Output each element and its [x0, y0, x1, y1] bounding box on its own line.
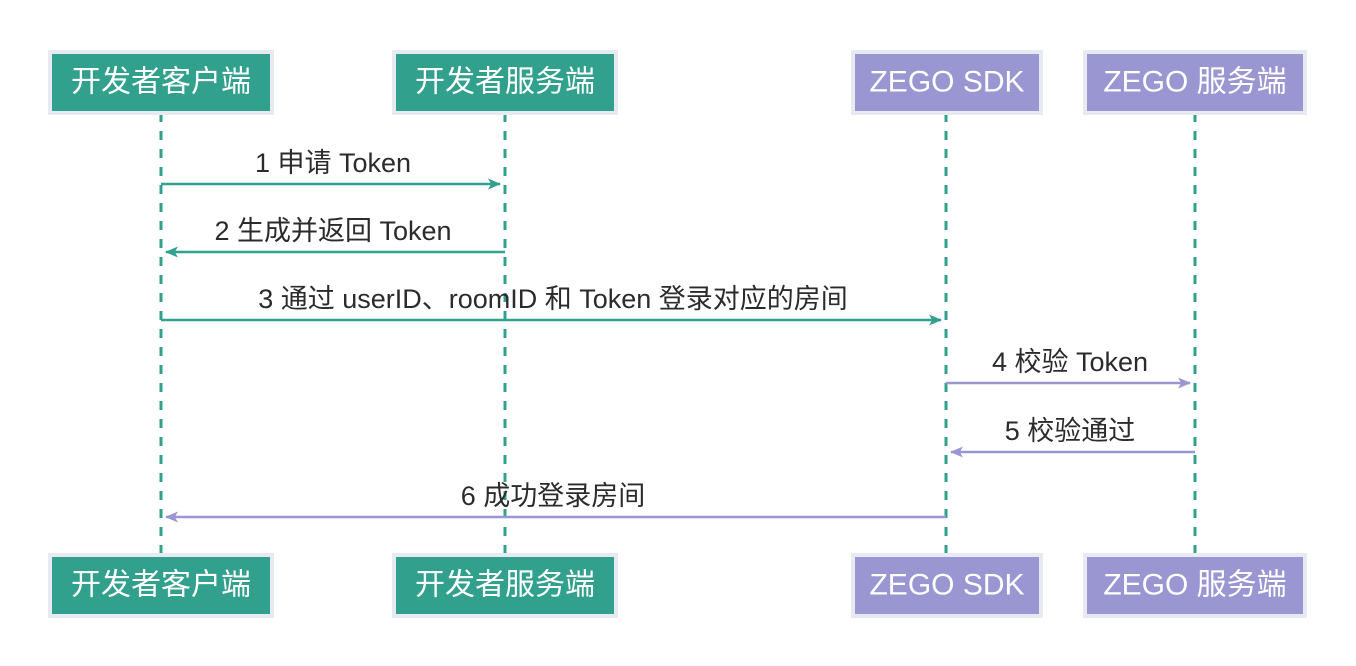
message-6: 6 成功登录房间 — [165, 481, 946, 523]
actor-label: ZEGO 服务端 — [1103, 65, 1286, 98]
actor-box-rect — [1083, 553, 1307, 618]
actor-label: 开发者客户端 — [71, 65, 251, 98]
actor-box-rect — [392, 50, 618, 115]
messages-group: 1 申请 Token 2 生成并返回 Token 3 通过 userID、roomI… — [161, 148, 1195, 523]
actor-zego-sdk-bottom[interactable]: ZEGO SDK — [851, 553, 1043, 618]
message-label: 4 校验 Token — [992, 347, 1148, 377]
actor-label: 开发者客户端 — [71, 568, 251, 601]
actor-box-rect — [48, 50, 274, 115]
actor-box-rect — [1083, 50, 1307, 115]
message-4: 4 校验 Token — [946, 347, 1191, 389]
actor-label: ZEGO SDK — [869, 568, 1024, 601]
actor-label: 开发者服务端 — [415, 568, 595, 601]
actor-dev-client-top[interactable]: 开发者客户端 — [48, 50, 274, 115]
message-1: 1 申请 Token — [161, 148, 501, 190]
message-label: 5 校验通过 — [1005, 416, 1136, 446]
actor-zego-server-top[interactable]: ZEGO 服务端 — [1083, 50, 1307, 115]
message-label: 2 生成并返回 Token — [214, 216, 451, 246]
message-label: 6 成功登录房间 — [461, 481, 646, 511]
actor-boxes-bottom: 开发者客户端 开发者服务端 ZEGO SDK ZEGO 服务端 — [48, 553, 1307, 618]
actor-zego-sdk-top[interactable]: ZEGO SDK — [851, 50, 1043, 115]
actor-box-rect — [851, 50, 1043, 115]
actor-boxes-top: 开发者客户端 开发者服务端 ZEGO SDK ZEGO 服务端 — [48, 50, 1307, 115]
actor-label: ZEGO 服务端 — [1103, 568, 1286, 601]
actor-zego-server-bottom[interactable]: ZEGO 服务端 — [1083, 553, 1307, 618]
message-5: 5 校验通过 — [950, 416, 1195, 458]
actor-box-rect — [48, 553, 274, 618]
actor-label: ZEGO SDK — [869, 65, 1024, 98]
message-label: 1 申请 Token — [255, 148, 411, 178]
message-label: 3 通过 userID、roomID 和 Token 登录对应的房间 — [258, 284, 848, 314]
lifelines-group — [159, 113, 1197, 555]
actor-dev-client-bottom[interactable]: 开发者客户端 — [48, 553, 274, 618]
message-3: 3 通过 userID、roomID 和 Token 登录对应的房间 — [161, 284, 942, 326]
actor-box-rect — [392, 553, 618, 618]
actor-box-rect — [851, 553, 1043, 618]
actor-dev-server-bottom[interactable]: 开发者服务端 — [392, 553, 618, 618]
message-2: 2 生成并返回 Token — [165, 216, 505, 258]
actor-label: 开发者服务端 — [415, 65, 595, 98]
actor-dev-server-top[interactable]: 开发者服务端 — [392, 50, 618, 115]
